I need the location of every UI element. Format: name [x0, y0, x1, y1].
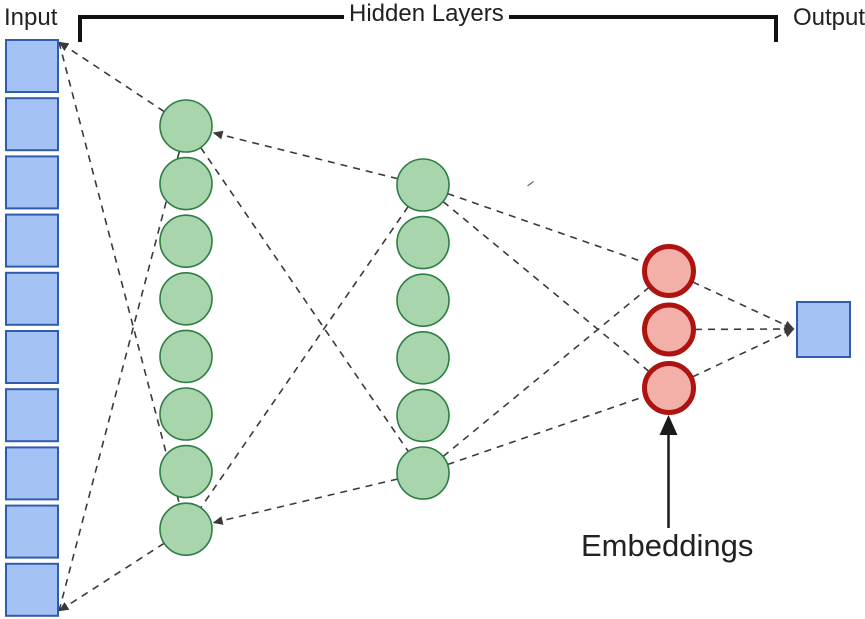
connection-line — [668, 270, 795, 330]
input-unit — [5, 271, 59, 326]
connection-line — [422, 184, 670, 389]
input-unit — [5, 330, 59, 384]
hidden1-neuron — [159, 156, 213, 211]
embeddings-label: Embeddings — [581, 528, 754, 563]
hidden2-neuron — [396, 330, 450, 385]
hidden1-neuron — [159, 214, 213, 268]
hidden2-neuron — [396, 388, 450, 443]
connection-line — [212, 472, 424, 525]
connection-line — [422, 184, 670, 272]
embeddings-pointer-arrowhead-icon — [659, 415, 678, 435]
hidden1-neuron — [159, 329, 213, 384]
hidden1-neuron — [159, 387, 213, 441]
input-label: Input — [4, 4, 58, 31]
stray-mark — [527, 181, 534, 187]
input-unit — [5, 39, 59, 93]
hidden1-neuron — [159, 271, 213, 326]
connection-line — [58, 125, 187, 612]
hidden2-neuron — [396, 446, 450, 500]
connection-line — [422, 270, 670, 474]
embedding-neuron — [642, 244, 696, 298]
connection-line — [185, 184, 424, 530]
connection-line — [668, 328, 795, 389]
input-unit — [5, 446, 59, 501]
input-unit — [5, 155, 59, 210]
connection-line — [212, 130, 424, 186]
output-unit — [796, 301, 851, 358]
connection-line — [185, 125, 424, 474]
output-label: Output — [793, 4, 865, 31]
input-unit — [5, 504, 59, 559]
input-unit — [5, 388, 59, 443]
hidden2-neuron — [396, 158, 450, 212]
connection-line — [58, 41, 187, 530]
hidden1-neuron — [159, 99, 213, 153]
hidden1-neuron — [159, 502, 213, 557]
embedding-neuron — [642, 302, 696, 357]
input-unit — [5, 213, 59, 268]
input-unit — [5, 97, 59, 152]
input-unit — [5, 562, 59, 617]
embedding-neuron — [642, 361, 696, 415]
hidden2-neuron — [396, 273, 450, 328]
hidden-layers-label: Hidden Layers — [344, 0, 509, 28]
hidden1-neuron — [159, 444, 213, 499]
hidden2-neuron — [396, 215, 450, 270]
connection-line — [422, 387, 670, 474]
connection-line — [668, 324, 795, 334]
